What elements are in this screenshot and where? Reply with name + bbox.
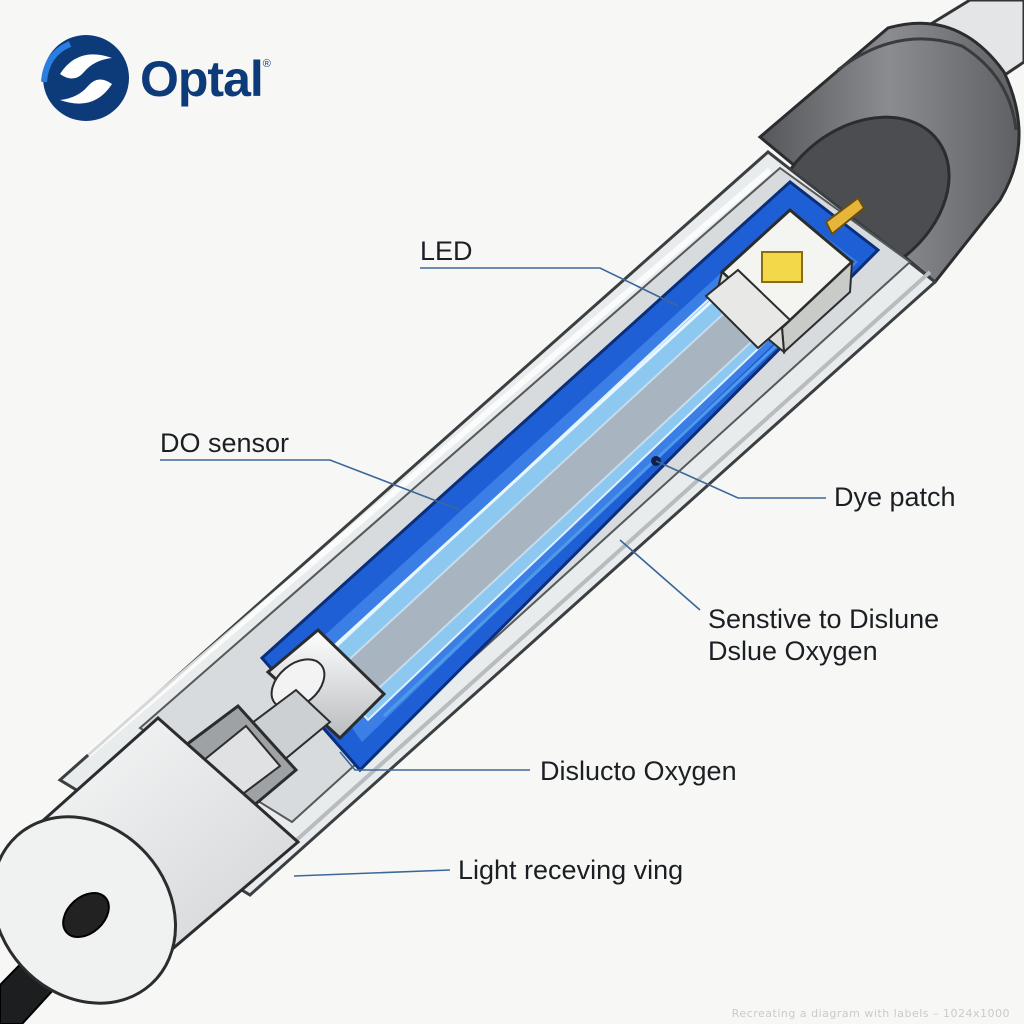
watermark: Recreating a diagram with labels – 1024x… — [731, 1007, 1010, 1020]
bottom-cap — [0, 715, 301, 1005]
brand-name: Optal® — [140, 51, 271, 107]
label-sensitive-line1: Senstive to Dislune — [708, 604, 940, 634]
label-dissolved-oxygen: Dislucto Oxygen — [540, 756, 737, 786]
leader-led — [420, 267, 679, 307]
label-led: LED — [420, 236, 473, 266]
label-sensitive-line2: Dslue Oxygen — [708, 636, 878, 666]
label-dye-patch: Dye patch — [834, 482, 956, 512]
leader-sensitive — [619, 539, 701, 611]
leader-light-receiving — [293, 869, 451, 877]
leader-dissolved — [339, 751, 530, 771]
connector — [179, 627, 387, 815]
led-block — [704, 196, 866, 355]
label-do-sensor: DO sensor — [160, 428, 290, 458]
leader-lines — [160, 267, 826, 877]
label-light-receiving: Light receving ving — [458, 855, 684, 885]
swirl-logo-icon — [41, 35, 129, 121]
leader-dye-patch — [655, 460, 826, 499]
registered-mark: ® — [262, 58, 271, 70]
leader-do-sensor — [160, 459, 461, 511]
